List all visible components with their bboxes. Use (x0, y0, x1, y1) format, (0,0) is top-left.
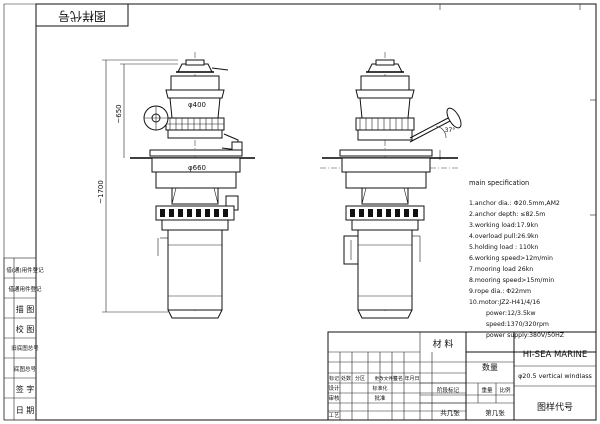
drawing-code-label: 图样代号 (537, 401, 573, 413)
top-left-stamp: 图样代号 (35, 3, 129, 27)
scale-label: 比例 (499, 386, 511, 394)
windlass-front-view: φ400 φ660 (97, 52, 255, 319)
side-label-3: 描 图 (16, 304, 35, 314)
main-specification: main specification 1.anchor dia.: Φ20.5m… (469, 179, 564, 339)
dim-handle-angle: 37° (445, 127, 456, 134)
side-label-8: 日 期 (16, 406, 35, 415)
windlass-side-view: 37° (320, 52, 462, 319)
spec-item-6: 6.working speed>12m/min (469, 255, 553, 262)
rev-header-zone: 分区 (355, 375, 365, 382)
side-label-2: 借通用件登记 (8, 285, 42, 293)
dim-total-height: ~1700 (97, 180, 105, 204)
spec-item-10: 10.motor:JZ2-H41/4/16 (469, 299, 540, 306)
drawing-border (35, 3, 597, 421)
spec-motor-power: power:12/3.5kw (486, 310, 536, 317)
stage-label: 阶段标记 (437, 386, 460, 394)
side-label-5: 旧底图总号 (11, 344, 39, 352)
drawing-title: φ20.5 vertical windlass (518, 372, 592, 380)
role-review: 审核 (328, 394, 340, 402)
role-process: 工艺 (328, 412, 340, 419)
title-block: 标记 处数 分区 更改文件号 签名 年月日 设计 审核 工艺 标准化 批准 材 … (327, 331, 597, 421)
spec-item-2: 2.anchor depth: ≤82.5m (469, 211, 545, 218)
spec-item-3: 3.working load:17.9kn (469, 222, 538, 229)
spec-item-4: 4.overload pull:26.9kn (469, 233, 539, 240)
spec-motor-supply: power supply:380V/50HZ (486, 332, 564, 339)
std-approve: 批准 (374, 394, 386, 402)
dim-barrel-height: ~650 (115, 104, 123, 123)
spec-motor-speed: speed:1370/320rpm (486, 321, 549, 328)
side-label-4: 校 图 (16, 324, 35, 334)
rev-header-sign: 签名 (393, 375, 403, 382)
rev-header-count: 处数 (341, 375, 351, 382)
side-registration-column: 借(通)用件登记 借通用件登记 描 图 校 图 旧底图总号 底图总号 签 字 日… (3, 257, 44, 421)
role-design: 设计 (328, 384, 340, 392)
rev-header-doc: 更改文件号 (375, 375, 398, 382)
sheet-total: 共几张 (440, 408, 460, 417)
std-standardization: 标准化 (372, 385, 387, 392)
dim-base-diameter: φ660 (188, 164, 206, 172)
material-label: 材 料 (433, 338, 454, 350)
spec-item-5: 5.holding load : 110kn (469, 244, 538, 251)
spec-title: main specification (469, 179, 529, 187)
side-label-7: 签 字 (16, 384, 35, 394)
spec-item-1: 1.anchor dia.: Φ20.5mm,AM2 (469, 200, 560, 207)
company-name: HI-SEA MARINE (523, 350, 588, 360)
spec-item-8: 8.mooring speed>15m/min (469, 277, 554, 284)
quantity-label: 数量 (482, 362, 498, 372)
weight-label: 重量 (481, 386, 493, 394)
dim-top-diameter: φ400 (188, 101, 206, 109)
side-label-1: 借(通)用件登记 (6, 266, 44, 274)
side-label-6: 底图总号 (14, 365, 37, 373)
spec-item-7: 7.mooring load 26kn (469, 266, 533, 273)
rev-header-date: 年月日 (404, 375, 419, 382)
sheet-number: 第几张 (485, 408, 505, 417)
top-stamp-text: 图样代号 (58, 9, 106, 24)
side-handwheel-icon (446, 107, 462, 129)
spec-item-9: 9.rope dia.: Φ22mm (469, 288, 531, 295)
rev-header-mark: 标记 (329, 375, 339, 382)
